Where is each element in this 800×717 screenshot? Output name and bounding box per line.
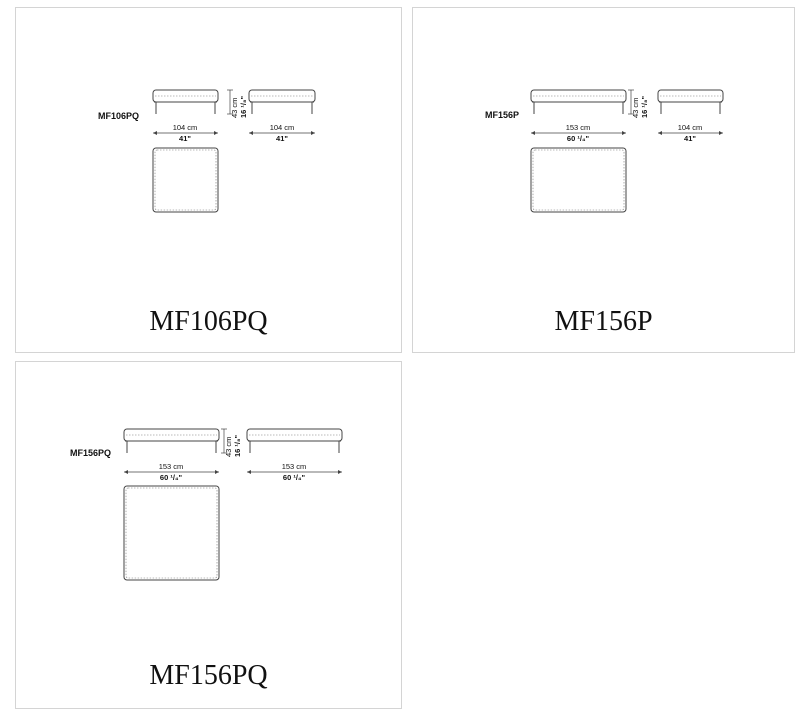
side-elevation (246, 428, 343, 453)
front-width-in-label: 60 ¹/₄" (160, 473, 183, 482)
front-width-dimension: 104 cm 41" (153, 123, 218, 143)
plan-view (530, 147, 627, 213)
height-dimension: 43 cm 16 ¹/₈" (221, 428, 242, 457)
plan-view (123, 485, 220, 581)
technical-drawing-mf156p: MF156P 43 cm 16 ¹/₈" 153 cm 60 ¹/₄" (485, 89, 724, 213)
front-width-in-label: 41" (179, 134, 191, 143)
front-width-dimension: 153 cm 60 ¹/₄" (531, 123, 626, 143)
model-title: MF156PQ (149, 660, 268, 691)
side-depth-in-label: 60 ¹/₄" (283, 473, 306, 482)
model-code-label: MF156PQ (70, 448, 111, 458)
front-width-cm-label: 153 cm (566, 123, 591, 132)
side-depth-in-label: 41" (684, 134, 696, 143)
front-width-dimension: 153 cm 60 ¹/₄" (124, 462, 219, 482)
height-dimension: 43 cm 16 ¹/₈" (628, 89, 649, 118)
side-depth-cm-label: 104 cm (678, 123, 703, 132)
height-cm-label: 43 cm (224, 437, 233, 457)
model-code-label: MF156P (485, 110, 519, 120)
model-code-label: MF106PQ (98, 111, 139, 121)
height-in-label: 16 ¹/₈" (239, 95, 248, 118)
height-dimension: 43 cm 16 ¹/₈" (227, 89, 248, 118)
side-depth-dimension: 153 cm 60 ¹/₄" (247, 462, 342, 482)
height-in-label: 16 ¹/₈" (640, 95, 649, 118)
side-depth-dimension: 104 cm 41" (249, 123, 315, 143)
front-width-cm-label: 153 cm (159, 462, 184, 471)
side-elevation (657, 89, 724, 114)
side-depth-in-label: 41" (276, 134, 288, 143)
product-card-mf156pq: MF156PQ 43 cm 16 ¹/₈" 153 cm 60 ¹/₄" (15, 361, 402, 709)
technical-drawing-mf106pq: MF106PQ 43 cm 16 ¹/₈" 104 cm (98, 89, 316, 213)
front-width-cm-label: 104 cm (173, 123, 198, 132)
plan-view (152, 147, 219, 213)
front-width-in-label: 60 ¹/₄" (567, 134, 590, 143)
front-elevation (530, 89, 627, 114)
side-depth-dimension: 104 cm 41" (658, 123, 723, 143)
product-card-mf106pq: MF106PQ 43 cm 16 ¹/₈" 104 cm (15, 7, 402, 353)
height-cm-label: 43 cm (631, 98, 640, 118)
model-title: MF106PQ (149, 306, 268, 337)
product-card-mf156p: MF156P 43 cm 16 ¹/₈" 153 cm 60 ¹/₄" (412, 7, 795, 353)
technical-drawing-mf156pq: MF156PQ 43 cm 16 ¹/₈" 153 cm 60 ¹/₄" (70, 428, 343, 581)
side-elevation (248, 89, 316, 114)
height-cm-label: 43 cm (230, 98, 239, 118)
front-elevation (152, 89, 219, 114)
front-elevation (123, 428, 220, 453)
side-depth-cm-label: 104 cm (270, 123, 295, 132)
model-title: MF156P (554, 306, 653, 337)
side-depth-cm-label: 153 cm (282, 462, 307, 471)
height-in-label: 16 ¹/₈" (233, 434, 242, 457)
